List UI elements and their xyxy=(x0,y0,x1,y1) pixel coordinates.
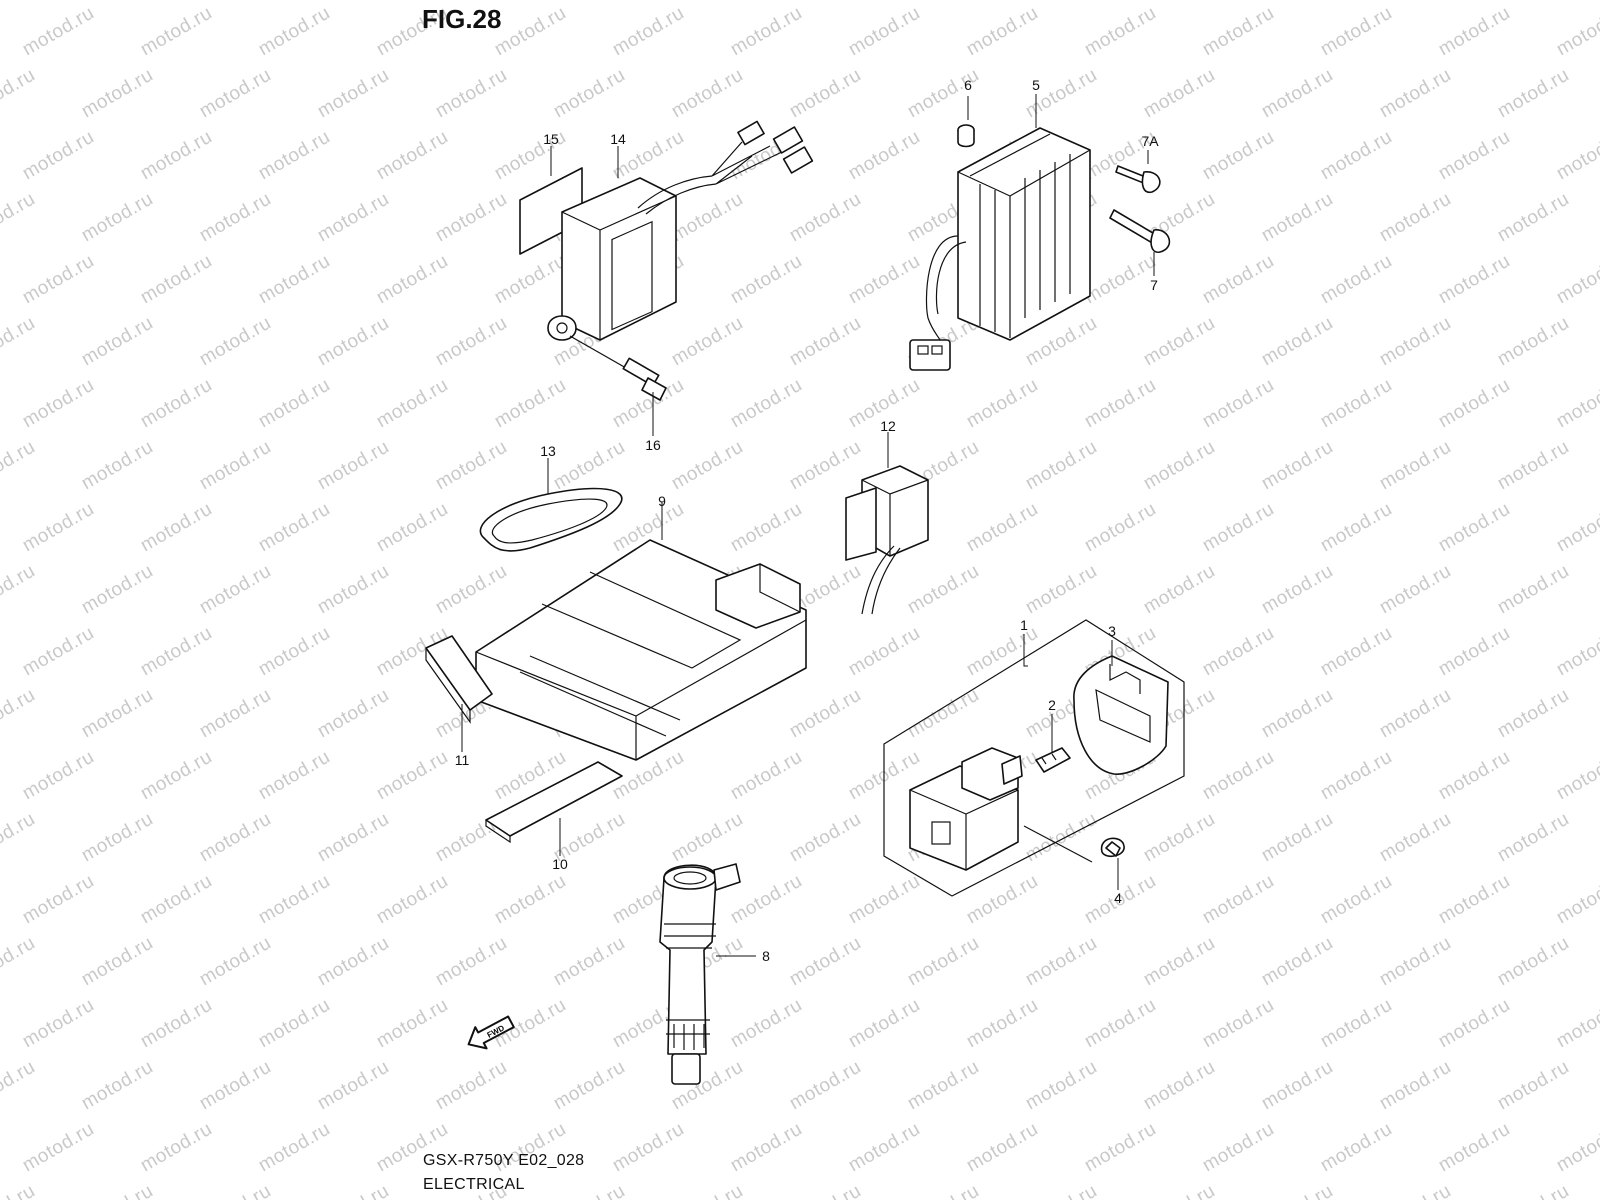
callout-5: 5 xyxy=(1032,77,1040,93)
callout-8: 8 xyxy=(762,948,770,964)
model-code-caption: GSX-R750Y E02_028 xyxy=(423,1152,585,1169)
callout-6: 6 xyxy=(964,77,972,93)
callout-14: 14 xyxy=(610,131,626,147)
callout-7: 7 xyxy=(1150,277,1158,293)
callout-3: 3 xyxy=(1108,623,1116,639)
callout-15: 15 xyxy=(543,131,559,147)
part-9-ecu xyxy=(475,539,807,761)
callout-11: 11 xyxy=(455,752,470,768)
part-7-bolt xyxy=(1109,209,1171,254)
part-11-tag xyxy=(425,635,493,724)
part-6-cap xyxy=(957,124,975,148)
part-7a-bolt xyxy=(1115,165,1161,194)
starter-relay xyxy=(909,747,1023,871)
figure-title: FIG.28 xyxy=(422,4,502,34)
part-16-bolt xyxy=(569,335,667,401)
leader-lines xyxy=(461,94,1155,957)
part-2-fuse xyxy=(1035,747,1071,773)
part-5-regulator xyxy=(909,127,1091,371)
fwd-direction-marker: FWD xyxy=(467,1015,515,1050)
callout-labels: 1 2 3 4 5 6 7 7A 8 9 10 11 12 13 14 15 1… xyxy=(455,77,1159,964)
part-4-screw xyxy=(1023,825,1125,863)
callout-13: 13 xyxy=(540,443,556,459)
callout-2: 2 xyxy=(1048,697,1056,713)
part-10-pad xyxy=(485,761,623,844)
callout-10: 10 xyxy=(552,856,568,872)
callout-4: 4 xyxy=(1114,890,1122,906)
part-12-unit xyxy=(845,465,929,615)
callout-16: 16 xyxy=(645,437,661,453)
part-8-ignition-coil xyxy=(659,863,741,1085)
callout-1: 1 xyxy=(1020,617,1028,633)
callout-9: 9 xyxy=(658,493,666,509)
part-13-seal-ring xyxy=(479,487,623,552)
callout-7a: 7A xyxy=(1141,133,1159,149)
part-1-relay-box xyxy=(883,619,1185,897)
part-3-cover xyxy=(1073,655,1169,775)
part-14-module xyxy=(547,120,814,341)
section-caption: ELECTRICAL xyxy=(423,1176,525,1193)
callout-12: 12 xyxy=(880,418,896,434)
